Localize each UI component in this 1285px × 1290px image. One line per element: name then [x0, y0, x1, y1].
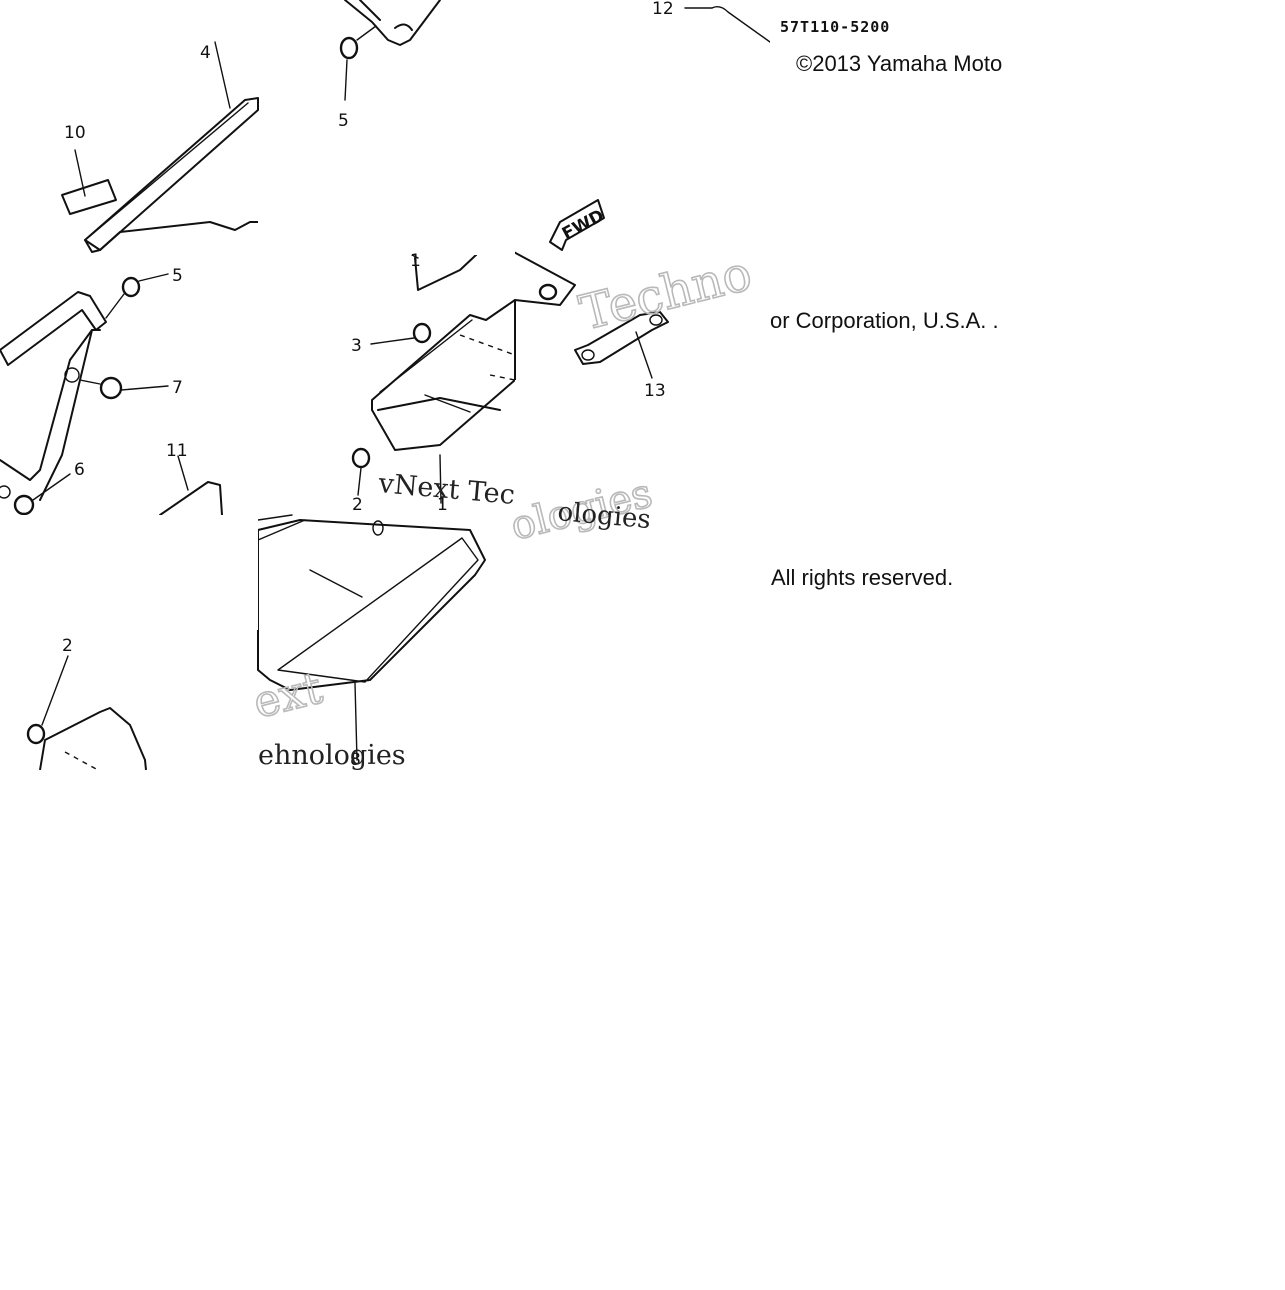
callout-1-mid: 1 — [437, 495, 448, 515]
decal-part-11 — [159, 455, 223, 516]
cable-part-12 — [684, 5, 771, 43]
callout-10: 10 — [64, 123, 86, 143]
part-code: 57T110-5200 — [780, 18, 890, 36]
watermark-vnext-tec: vNext Tec — [376, 468, 516, 511]
callout-5-mid: 5 — [172, 266, 183, 286]
callout-3: 3 — [351, 336, 362, 356]
callout-12: 12 — [652, 0, 674, 19]
copyright-line-3: All rights reserved. — [771, 565, 953, 590]
copyright-notice: ©2013 Yamaha Moto or Corporation, U.S.A.… — [770, 51, 1002, 590]
top-bracket — [339, 0, 441, 101]
callout-2-bottom: 2 — [62, 636, 73, 656]
callout-4: 4 — [200, 43, 211, 63]
watermark-ehnologies: ehnologies — [258, 740, 406, 771]
copyright-line-2: or Corporation, U.S.A. . — [770, 308, 999, 333]
lower-panel-part-8 — [257, 514, 486, 761]
callout-7: 7 — [172, 378, 183, 398]
fwd-arrow: FWD — [549, 199, 608, 251]
callout-6: 6 — [74, 460, 85, 480]
callout-1-top: 1 — [410, 251, 421, 271]
side-cover-bracket — [0, 273, 169, 516]
callout-5-top: 5 — [338, 111, 349, 131]
side-cover-part-1 — [351, 244, 576, 504]
side-rail-part-4 — [61, 41, 259, 253]
lower-left-panel — [26, 655, 147, 771]
bracket-part-13 — [574, 311, 669, 379]
callout-11: 11 — [166, 441, 188, 461]
callout-2-mid: 2 — [352, 495, 363, 515]
callout-8: 8 — [350, 750, 361, 770]
callout-numbers: 12 4 10 5 5 7 6 11 3 13 2 1 1 2 8 — [62, 0, 674, 770]
callout-13: 13 — [644, 381, 666, 401]
copyright-line-1: ©2013 Yamaha Moto — [796, 51, 1002, 76]
watermark-techno: Techno — [574, 245, 757, 342]
